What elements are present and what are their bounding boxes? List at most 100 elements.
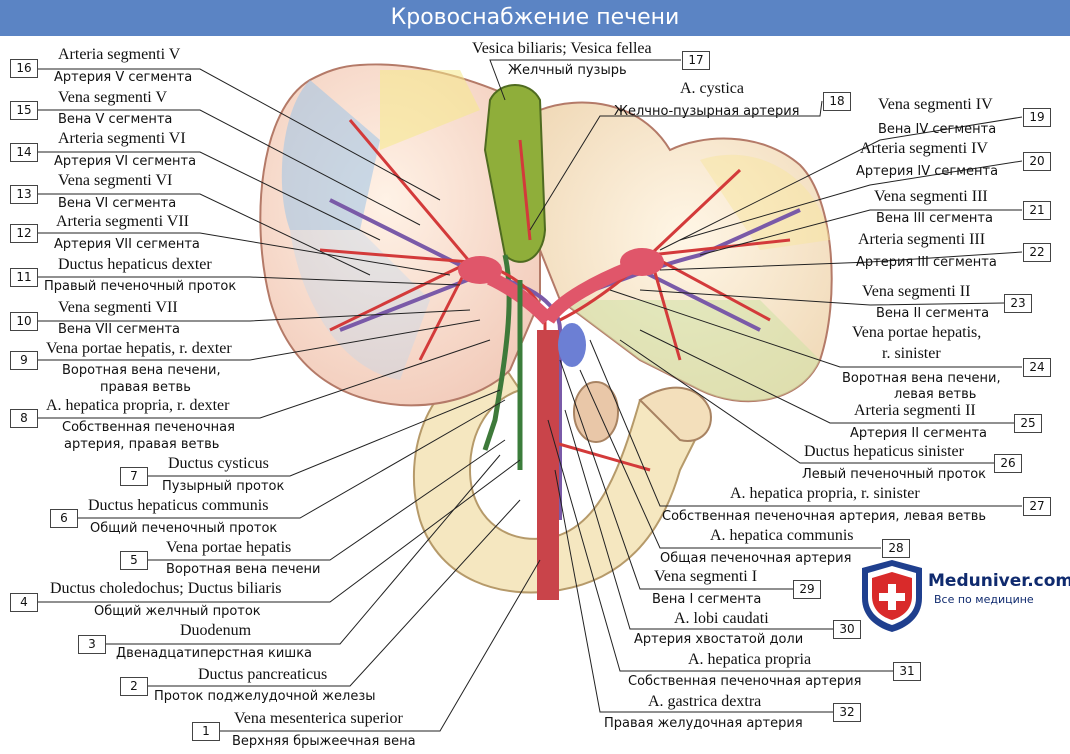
label-num-21: 21 (1023, 201, 1051, 220)
label-latin-32: A. gastrica dextra (648, 693, 762, 710)
leader-lines (38, 59, 1023, 732)
label-num-19: 19 (1023, 108, 1051, 127)
label-latin-24-line2: r. sinister (882, 345, 941, 362)
label-russian-28: Общая печеночная артерия (660, 551, 852, 566)
label-russian-29: Вена I сегмента (652, 592, 762, 607)
label-latin-3: Duodenum (180, 622, 252, 639)
label-russian-8: Собственная печеночная (62, 420, 235, 435)
brand-name[interactable]: Meduniver.com (928, 571, 1070, 591)
gallbladder (482, 84, 547, 451)
label-num-25: 25 (1014, 414, 1042, 433)
label-russian-7: Пузырный проток (162, 479, 285, 494)
caudate-vein (558, 323, 586, 367)
label-num-12: 12 (10, 224, 38, 243)
label-russian-27: Собственная печеночная артерия, левая ве… (662, 509, 987, 524)
label-latin-11: Ductus hepaticus dexter (58, 256, 212, 273)
label-num-1: 1 (192, 722, 220, 741)
label-russian-22: Артерия III сегмента (856, 255, 997, 270)
label-russian-14: Артерия VI сегмента (54, 154, 197, 169)
label-num-4: 4 (10, 593, 38, 612)
label-latin-27: A. hepatica propria, r. sinister (730, 485, 920, 502)
label-num-24: 24 (1023, 358, 1051, 377)
label-russian-10: Вена VII сегмента (58, 322, 181, 337)
label-num-23: 23 (1004, 294, 1032, 313)
label-num-17: 17 (682, 51, 710, 70)
label-latin-29: Vena segmenti I (654, 568, 758, 585)
label-russian-8-line2: артерия, правая ветвь (64, 437, 220, 452)
label-russian-24-line2: левая ветвь (894, 387, 977, 402)
label-russian-1: Верхняя брыжеечная вена (232, 734, 416, 749)
label-num-6: 6 (50, 509, 78, 528)
meduniver-logo (862, 560, 922, 632)
label-russian-32: Правая желудочная артерия (604, 716, 803, 731)
label-num-20: 20 (1023, 152, 1051, 171)
label-russian-21: Вена III сегмента (876, 211, 993, 226)
label-russian-2: Проток поджелудочной железы (154, 689, 376, 704)
label-latin-14: Arteria segmenti VI (58, 130, 186, 147)
label-num-11: 11 (10, 268, 38, 287)
label-latin-10: Vena segmenti VII (58, 299, 178, 316)
label-russian-4: Общий желчный проток (94, 604, 261, 619)
label-latin-4: Ductus choledochus; Ductus biliaris (50, 580, 282, 597)
label-russian-24: Воротная вена печени, (842, 371, 1001, 386)
label-latin-24: Vena portae hepatis, (852, 324, 982, 341)
label-latin-25: Arteria segmenti II (854, 402, 976, 419)
label-num-27: 27 (1023, 497, 1051, 516)
label-num-18: 18 (823, 92, 851, 111)
label-num-30: 30 (833, 620, 861, 639)
label-russian-12: Артерия VII сегмента (54, 237, 200, 252)
label-russian-6: Общий печеночный проток (90, 521, 278, 536)
label-num-14: 14 (10, 143, 38, 162)
label-num-26: 26 (994, 454, 1022, 473)
label-latin-23: Vena segmenti II (862, 283, 971, 300)
label-latin-21: Vena segmenti III (874, 188, 988, 205)
label-latin-19: Vena segmenti IV (878, 96, 993, 113)
label-num-22: 22 (1023, 243, 1051, 262)
brand-tagline: Все по медицине (934, 593, 1034, 606)
label-russian-15: Вена V сегмента (58, 112, 173, 127)
label-latin-20: Arteria segmenti IV (860, 140, 988, 157)
label-latin-15: Vena segmenti V (58, 89, 168, 106)
label-russian-25: Артерия II сегмента (850, 426, 987, 441)
label-latin-6: Ductus hepaticus communis (88, 497, 269, 514)
label-russian-13: Вена VI сегмента (58, 196, 177, 211)
label-russian-30: Артерия хвостатой доли (634, 632, 804, 647)
label-latin-5: Vena portae hepatis (166, 539, 292, 556)
title-bar (0, 0, 1070, 36)
label-latin-8: A. hepatica propria, r. dexter (46, 397, 230, 414)
label-russian-20: Артерия IV сегмента (856, 164, 999, 179)
label-latin-28: A. hepatica communis (710, 527, 854, 544)
label-russian-31: Собственная печеночная артерия (628, 674, 862, 689)
label-latin-22: Arteria segmenti III (858, 231, 986, 248)
label-latin-18: A. cystica (680, 80, 744, 97)
label-num-15: 15 (10, 101, 38, 120)
page-title: Кровоснабжение печени (390, 5, 680, 30)
label-num-5: 5 (120, 551, 148, 570)
duodenum (412, 358, 712, 594)
label-num-7: 7 (120, 467, 148, 486)
label-latin-31: A. hepatica propria (688, 651, 812, 668)
label-num-3: 3 (78, 635, 106, 654)
label-num-29: 29 (793, 580, 821, 599)
label-num-10: 10 (10, 312, 38, 331)
label-latin-12: Arteria segmenti VII (56, 213, 189, 230)
label-num-9: 9 (10, 351, 38, 370)
label-russian-17: Желчный пузырь (508, 63, 627, 78)
left-branch-hub (620, 248, 664, 276)
label-russian-3: Двенадцатиперстная кишка (116, 646, 313, 661)
label-russian-9-line2: правая ветвь (100, 380, 191, 395)
label-russian-26: Левый печеночный проток (802, 467, 987, 482)
label-russian-9: Воротная вена печени, (62, 363, 221, 378)
label-russian-5: Воротная вена печени (166, 562, 321, 577)
label-num-8: 8 (10, 409, 38, 428)
label-latin-13: Vena segmenti VI (58, 172, 173, 189)
label-latin-30: A. lobi caudati (674, 610, 769, 627)
label-latin-2: Ductus pancreaticus (198, 666, 328, 683)
label-russian-23: Вена II сегмента (876, 306, 990, 321)
label-russian-19: Вена IV сегмента (878, 122, 997, 137)
left-portal-branch (542, 261, 633, 325)
label-num-31: 31 (893, 662, 921, 681)
label-num-2: 2 (120, 677, 148, 696)
label-latin-26: Ductus hepaticus sinister (804, 443, 964, 460)
